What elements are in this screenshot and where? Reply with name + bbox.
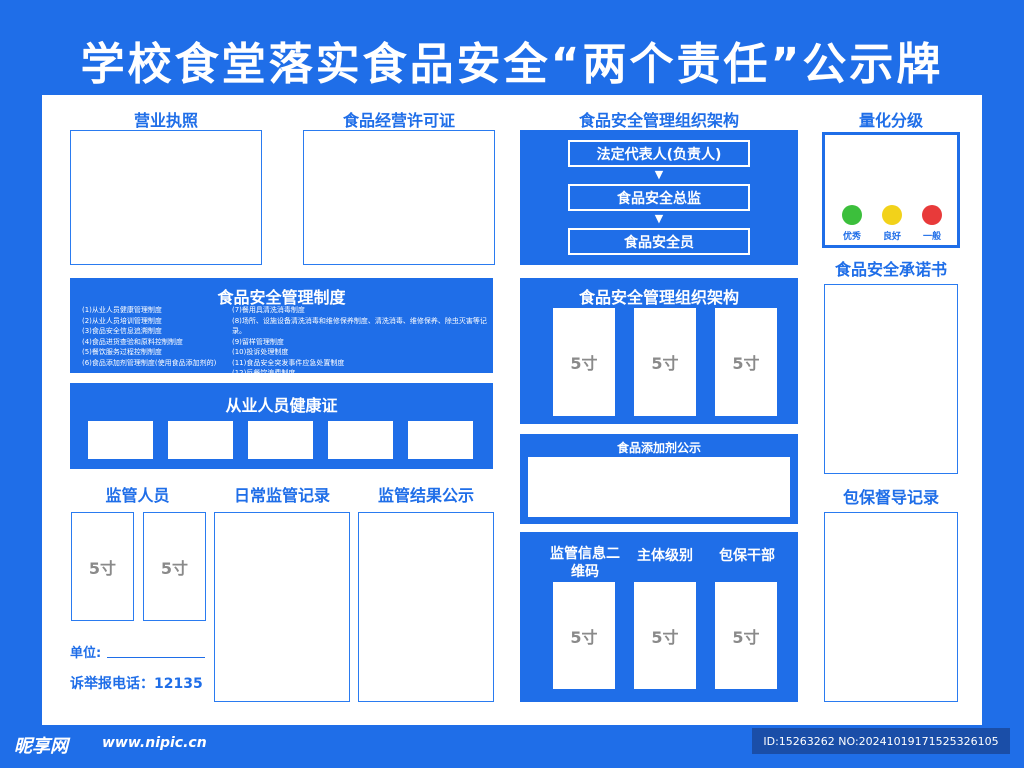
org-structure-label: 食品安全管理组织架构 — [578, 111, 739, 130]
excellent-face-icon — [842, 205, 862, 225]
rule-item: (5)餐饮服务过程控制制度 — [82, 348, 162, 356]
commitment-frame — [824, 284, 958, 474]
additive-frame — [528, 457, 790, 517]
supervisor-photo-slot: 5寸 — [143, 512, 206, 621]
nipic-url: www.nipic.cn — [102, 735, 207, 751]
result-frame — [358, 512, 494, 702]
health-cert-slot — [328, 421, 393, 459]
rating-frame: 优秀 良好 一般 — [822, 132, 960, 248]
food-permit-frame — [303, 130, 495, 265]
health-cert-slot — [248, 421, 313, 459]
rating-label: 量化分级 — [858, 111, 923, 130]
management-rules-title: 食品安全管理制度 — [217, 288, 346, 307]
page-title: 学校食堂落实食品安全“两个责任”公示牌 — [80, 39, 944, 90]
rule-item: (1)从业人员健康管理制度 — [82, 306, 162, 314]
business-license-label: 营业执照 — [133, 111, 198, 130]
unit-label: 单位: — [70, 646, 102, 661]
image-id-badge: ID:15263262 NO:20241019171525326105 — [752, 728, 1010, 754]
rules-right-list: (7)餐用具清洗消毒制度 (8)场所、设施设备清洗消毒和维修保养制度、清洗消毒、… — [232, 305, 488, 379]
management-rules-panel: 食品安全管理制度 (1)从业人员健康管理制度 (2)从业人员培训管理制度 (3)… — [70, 278, 493, 377]
cadre-photo-slot: 5寸 — [715, 582, 777, 689]
supervisor-photo-slot: 5寸 — [71, 512, 134, 621]
rule-item: (10)投诉处理制度 — [232, 348, 289, 356]
health-cert-slot — [408, 421, 473, 459]
flow-arrow-2: ▼ — [654, 212, 664, 225]
flow-food-safety-officer: 食品安全员 — [568, 228, 750, 255]
photo-slot: 5寸 — [553, 308, 615, 416]
rule-item: (11)食品安全突发事件应急处置制度 — [232, 358, 345, 367]
rule-item: (9)留样管理制度 — [232, 337, 284, 346]
rating-average-label: 一般 — [922, 232, 941, 242]
hotline-text: 诉举报电话：12135 — [70, 676, 203, 692]
result-label: 监管结果公示 — [377, 486, 474, 505]
average-face-icon — [922, 205, 942, 225]
level-photo-slot: 5寸 — [634, 582, 696, 689]
commitment-label: 食品安全承诺书 — [834, 260, 947, 279]
additive-title: 食品添加剂公示 — [616, 441, 701, 455]
org-structure-2-title: 食品安全管理组织架构 — [578, 288, 739, 307]
qr-photo-slot: 5寸 — [553, 582, 615, 689]
daily-record-frame — [214, 512, 350, 702]
rating-excellent-label: 优秀 — [842, 232, 861, 242]
unit-underline — [107, 657, 205, 658]
rating-good-label: 良好 — [882, 232, 901, 242]
flow-arrow-1: ▼ — [654, 168, 664, 181]
photo-slot: 5寸 — [715, 308, 777, 416]
nipic-logo: 昵享网 — [14, 736, 68, 757]
rule-item: (8)场所、设施设备清洗消毒和维修保养制度、清洗消毒、维修保养、除虫灭害等记录。 — [232, 316, 487, 336]
guidance-record-label: 包保督导记录 — [842, 488, 939, 507]
entity-level-label: 主体级别 — [637, 548, 693, 564]
flow-legal-rep: 法定代表人(负责人) — [568, 140, 750, 167]
guidance-record-frame — [824, 512, 958, 702]
rule-item: (3)食品安全信息追溯制度 — [82, 327, 162, 335]
rule-item: (12)反餐饮浪费制度 — [232, 369, 296, 377]
health-cert-slot — [168, 421, 233, 459]
rule-item: (4)食品进货查验和原料控制制度 — [82, 337, 183, 346]
rule-item: (6)食品添加剂管理制度(使用食品添加剂的) — [82, 358, 217, 367]
rules-left-list: (1)从业人员健康管理制度 (2)从业人员培训管理制度 (3)食品安全信息追溯制… — [82, 305, 230, 368]
food-permit-label: 食品经营许可证 — [342, 111, 455, 130]
health-cert-title: 从业人员健康证 — [225, 396, 338, 415]
cadre-label: 包保干部 — [719, 548, 775, 564]
daily-record-label: 日常监管记录 — [233, 486, 330, 505]
flow-food-safety-director: 食品安全总监 — [568, 184, 750, 211]
org-structure-panel — [520, 130, 798, 265]
rule-item: (2)从业人员培训管理制度 — [82, 316, 162, 325]
good-face-icon — [882, 205, 902, 225]
rule-item: (7)餐用具清洗消毒制度 — [232, 306, 305, 314]
health-cert-slot — [88, 421, 153, 459]
business-license-frame — [70, 130, 262, 265]
photo-slot: 5寸 — [634, 308, 696, 416]
supervisors-label: 监管人员 — [105, 486, 170, 505]
qr-info-label: 监管信息二维码 — [550, 546, 620, 580]
